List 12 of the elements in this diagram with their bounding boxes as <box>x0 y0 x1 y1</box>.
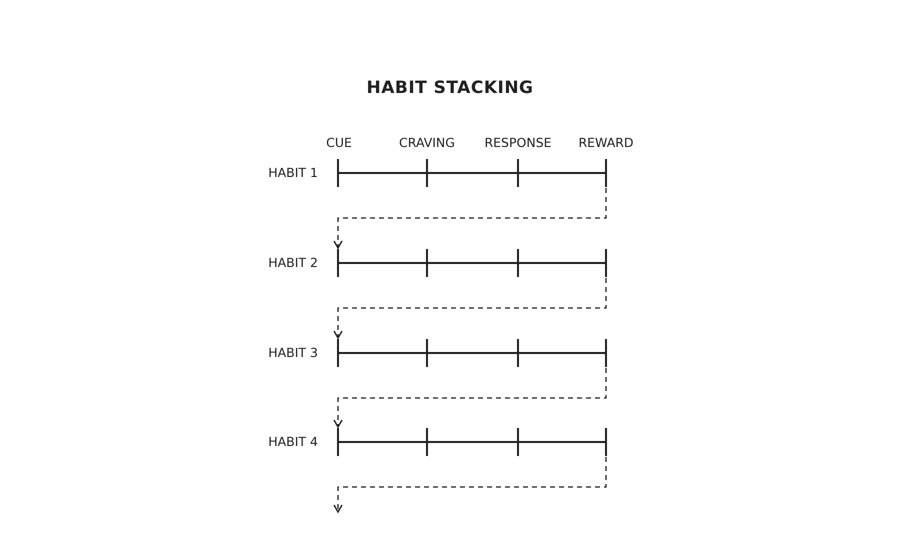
stage-label: CRAVING <box>398 135 456 150</box>
dashed-arrow <box>333 278 607 339</box>
row-label: HABIT 1 <box>268 165 318 180</box>
stage-label: RESPONSE <box>483 135 553 150</box>
row-label: HABIT 4 <box>268 434 318 449</box>
dashed-arrow <box>333 188 607 249</box>
dashed-arrow <box>333 368 607 428</box>
stage-label: CUE <box>325 135 353 150</box>
row-label: HABIT 2 <box>268 255 318 270</box>
row-label: HABIT 3 <box>268 345 318 360</box>
dashed-arrow <box>333 457 607 513</box>
diagram-title: HABIT STACKING <box>365 78 534 98</box>
